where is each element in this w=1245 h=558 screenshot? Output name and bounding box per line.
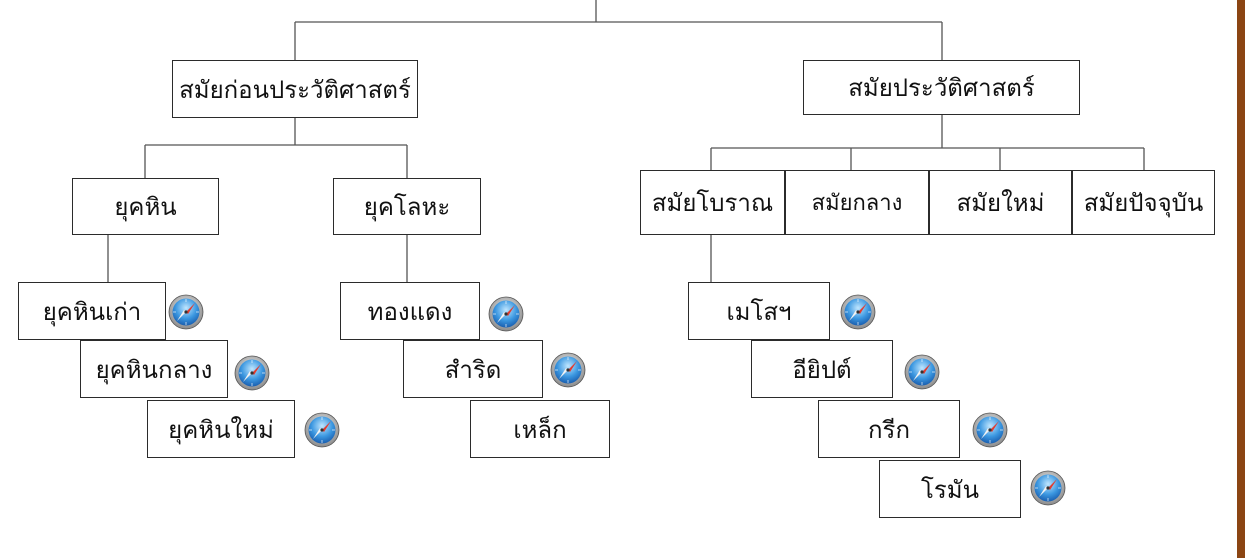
- safari-compass-icon[interactable]: [168, 294, 204, 330]
- middle-stone-age-box[interactable]: ยุคหินกลาง: [80, 340, 228, 398]
- stone-age-box[interactable]: ยุคหิน: [72, 178, 219, 235]
- safari-compass-icon[interactable]: [1030, 470, 1066, 506]
- period-contemporary-box[interactable]: สมัยปัจจุบัน: [1072, 170, 1215, 235]
- metal-age-box[interactable]: ยุคโลหะ: [333, 178, 481, 235]
- period-medieval-box[interactable]: สมัยกลาง: [785, 170, 929, 235]
- safari-compass-icon[interactable]: [550, 352, 586, 388]
- page-right-border: [1237, 0, 1245, 558]
- bronze-box[interactable]: สำริด: [403, 340, 543, 398]
- safari-compass-icon[interactable]: [234, 355, 270, 391]
- egypt-box[interactable]: อียิปต์: [751, 340, 893, 398]
- safari-compass-icon[interactable]: [904, 354, 940, 390]
- era-historic-box[interactable]: สมัยประวัติศาสตร์: [803, 60, 1080, 115]
- period-ancient-box[interactable]: สมัยโบราณ: [640, 170, 785, 235]
- rome-box[interactable]: โรมัน: [879, 460, 1021, 518]
- safari-compass-icon[interactable]: [304, 412, 340, 448]
- new-stone-age-box[interactable]: ยุคหินใหม่: [147, 400, 295, 458]
- greece-box[interactable]: กรีก: [818, 400, 960, 458]
- era-prehistoric-box[interactable]: สมัยก่อนประวัติศาสตร์: [172, 60, 418, 118]
- period-modern-box[interactable]: สมัยใหม่: [929, 170, 1072, 235]
- iron-box[interactable]: เหล็ก: [470, 400, 610, 458]
- copper-box[interactable]: ทองแดง: [340, 282, 480, 340]
- safari-compass-icon[interactable]: [840, 294, 876, 330]
- safari-compass-icon[interactable]: [488, 296, 524, 332]
- old-stone-age-box[interactable]: ยุคหินเก่า: [18, 282, 166, 340]
- mesopotamia-box[interactable]: เมโสฯ: [688, 282, 830, 340]
- safari-compass-icon[interactable]: [972, 412, 1008, 448]
